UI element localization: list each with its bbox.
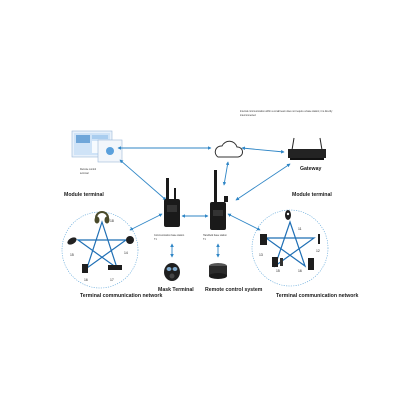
right-network-cluster: 11 12 13 15 16	[251, 209, 329, 287]
left-puck-icon	[126, 236, 134, 244]
module-terminal-left-label: Module terminal	[64, 192, 104, 198]
gateway-router-icon	[288, 137, 326, 160]
right-device-icon	[260, 234, 267, 245]
left-num-2: 15	[70, 253, 74, 257]
gas-mask-icon	[164, 263, 180, 281]
left-num-1: 14	[124, 251, 128, 255]
title-note-line-2: interconnected	[240, 114, 256, 117]
base-station-left-caption-1: Communication base station	[154, 234, 185, 237]
left-network-star	[76, 220, 128, 270]
link-laptop-basestation	[119, 159, 167, 201]
laptop-caption-line-1: Remote control	[80, 168, 97, 171]
base-station-right-caption-2: T1	[203, 238, 206, 241]
right-num-2: 13	[259, 253, 263, 257]
link-cloud-gateway	[241, 146, 285, 154]
base-station-left-caption-2: T1	[154, 238, 157, 241]
right-num-3: 15	[276, 269, 280, 273]
left-radio-icon	[108, 265, 122, 270]
left-handheld-icon	[82, 264, 88, 273]
remote-control-label: Remote control system	[205, 287, 263, 293]
gateway-label: Gateway	[300, 166, 321, 172]
left-num-4: 17	[110, 278, 114, 282]
mask-terminal-label: Mask Terminal	[158, 287, 194, 293]
right-num-0: 11	[298, 227, 302, 231]
left-network-cluster: 18 14 15 16 17	[61, 211, 139, 289]
right-handheld-icon	[308, 258, 314, 270]
right-camera-icon	[285, 210, 291, 220]
cloud-icon	[214, 140, 244, 158]
right-box-icon	[272, 257, 283, 267]
handheld-base-station-icon	[210, 170, 228, 230]
left-earpiece-icon	[67, 237, 77, 245]
left-num-3: 16	[84, 278, 88, 282]
network-right-label: Terminal communication network	[276, 293, 358, 299]
left-headset-icon	[94, 211, 110, 224]
remote-control-terminal-icon	[71, 130, 123, 163]
right-mic-icon	[318, 234, 320, 244]
left-num-0: 18	[110, 219, 114, 223]
laptop-caption-line-2: terminal	[80, 172, 89, 175]
link-left-network	[129, 213, 163, 231]
right-num-4: 16	[298, 269, 302, 273]
link-gateway-handheld	[235, 163, 291, 201]
module-terminal-right-label: Module terminal	[292, 192, 332, 198]
title-note-line-1: Internal communication within a small te…	[240, 110, 333, 113]
communication-base-station-icon	[164, 178, 180, 227]
link-cloud-handheld	[222, 161, 230, 186]
remote-control-device-icon	[209, 263, 227, 279]
right-num-1: 12	[316, 249, 320, 253]
link-right-network	[227, 213, 261, 231]
network-left-label: Terminal communication network	[80, 293, 162, 299]
base-station-right-caption-1: Handheld base station	[203, 234, 227, 237]
